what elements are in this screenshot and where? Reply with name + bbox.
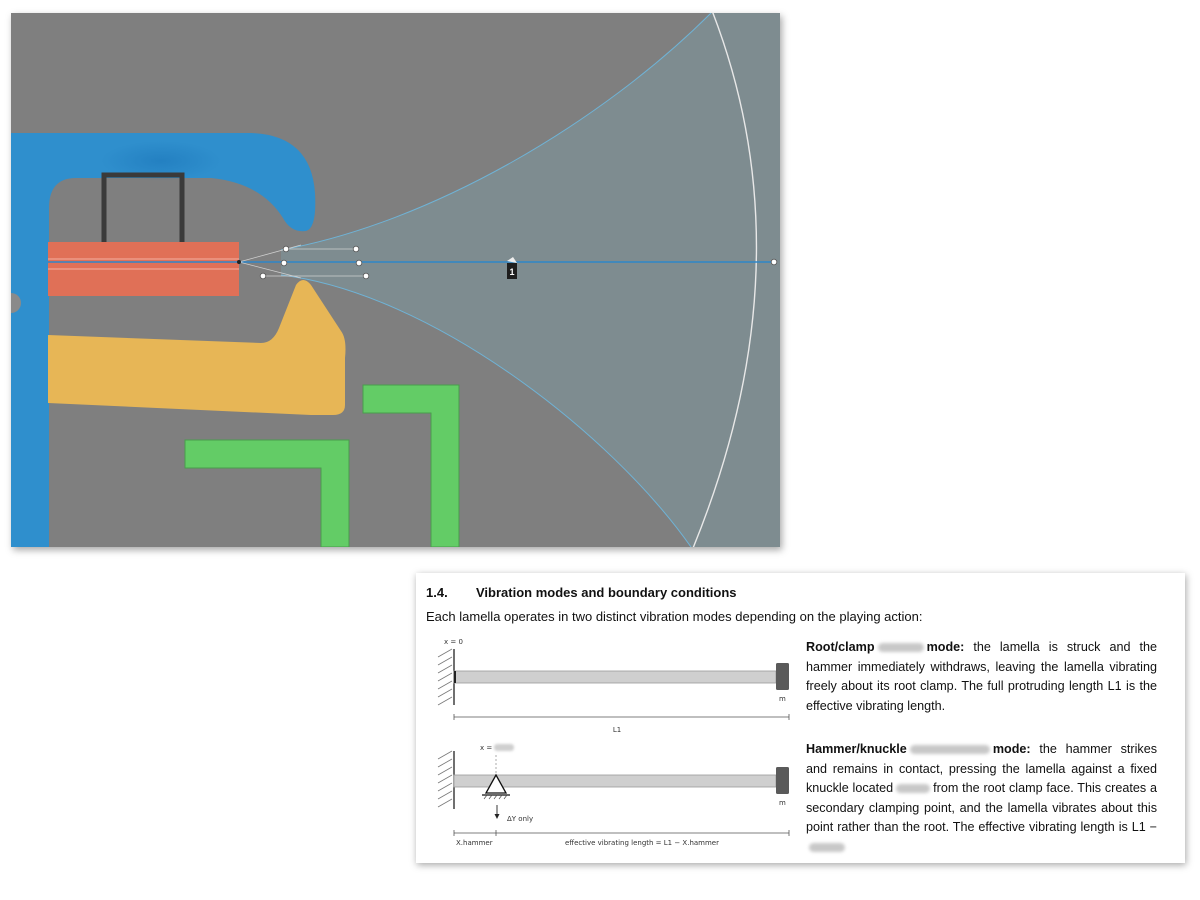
xhammer-label: X.hammer bbox=[456, 839, 493, 847]
document-excerpt: 1.4. Vibration modes and boundary condit… bbox=[416, 573, 1185, 863]
yellow-hammer[interactable] bbox=[48, 280, 346, 415]
control-point[interactable] bbox=[259, 272, 267, 280]
x-knuckle-label: x = bbox=[480, 744, 492, 752]
green-bracket-left[interactable] bbox=[184, 439, 350, 547]
construction-line-a bbox=[238, 244, 302, 263]
root-mode-title: Root/clamp bbox=[806, 640, 875, 654]
frame-hole bbox=[11, 293, 21, 313]
diagram-root-mode: x = 0 m L1 bbox=[437, 638, 790, 734]
tip-mass bbox=[776, 663, 789, 690]
root-mode-title-suffix: mode: bbox=[926, 640, 965, 654]
l1-label: L1 bbox=[613, 726, 621, 734]
hammer-mode-title: Hammer/knuckle bbox=[806, 742, 907, 756]
control-point[interactable] bbox=[280, 259, 288, 267]
lamella-sweep-region[interactable] bbox=[281, 13, 780, 547]
root-mode-body: the lamella is struck and the hammer imm… bbox=[806, 640, 1158, 713]
redacted-value bbox=[494, 744, 514, 751]
x0-label: x = 0 bbox=[444, 638, 463, 646]
clamp-mark bbox=[454, 671, 456, 683]
diagram-hammer-mode: x = m ΔY only X.hammer effective vibrati… bbox=[437, 744, 790, 847]
section-title: Vibration modes and boundary conditions bbox=[476, 585, 737, 600]
control-point[interactable] bbox=[355, 259, 363, 267]
hammer-mode-body-a: the hammer strikes and remains in contac… bbox=[806, 742, 1158, 796]
control-point[interactable] bbox=[770, 258, 778, 266]
effective-length-label: effective vibrating length = L1 − X.hamm… bbox=[565, 839, 719, 847]
mass-label: m bbox=[779, 799, 786, 807]
redacted-text bbox=[896, 784, 931, 794]
tip-mass bbox=[776, 767, 789, 794]
knuckle-hatch bbox=[483, 794, 508, 800]
point-label-text: 1 bbox=[509, 267, 514, 277]
root-mode-paragraph: Root/clamp mode: the lamella is struck an… bbox=[806, 638, 1157, 716]
hammer-mode-paragraph: Hammer/knuckle mode: the hammer strikes a… bbox=[806, 740, 1157, 858]
green-bracket-right[interactable] bbox=[362, 384, 460, 547]
cad-viewport[interactable]: 1 bbox=[11, 13, 780, 547]
redacted-text bbox=[909, 745, 990, 755]
mass-label: m bbox=[779, 695, 786, 703]
construction-line-b bbox=[238, 261, 302, 279]
hammer-mode-body-b: from the root clamp face. This creates a… bbox=[806, 781, 1158, 835]
lamella-beam bbox=[453, 670, 777, 684]
hammer-mode-title-suffix: mode: bbox=[992, 742, 1031, 756]
blue-frame-body[interactable] bbox=[11, 133, 316, 547]
wall-hatch bbox=[437, 648, 453, 706]
sweep-lower-edge bbox=[280, 274, 692, 547]
control-point[interactable] bbox=[352, 245, 360, 253]
redacted-text bbox=[877, 643, 924, 653]
point-label-badge[interactable]: 1 bbox=[507, 257, 517, 279]
control-point[interactable] bbox=[282, 245, 290, 253]
sweep-arc bbox=[692, 13, 758, 547]
control-point[interactable] bbox=[362, 272, 370, 280]
wall-hatch bbox=[437, 750, 453, 808]
section-number: 1.4. bbox=[426, 585, 448, 600]
section-intro: Each lamella operates in two distinct vi… bbox=[426, 609, 923, 624]
sweep-upper-edge bbox=[280, 13, 712, 251]
dy-label: ΔY only bbox=[507, 815, 533, 823]
root-point[interactable] bbox=[237, 260, 241, 264]
frame-shading bbox=[101, 141, 221, 181]
redacted-text bbox=[809, 843, 845, 853]
knuckle-support-triangle bbox=[484, 773, 508, 794]
